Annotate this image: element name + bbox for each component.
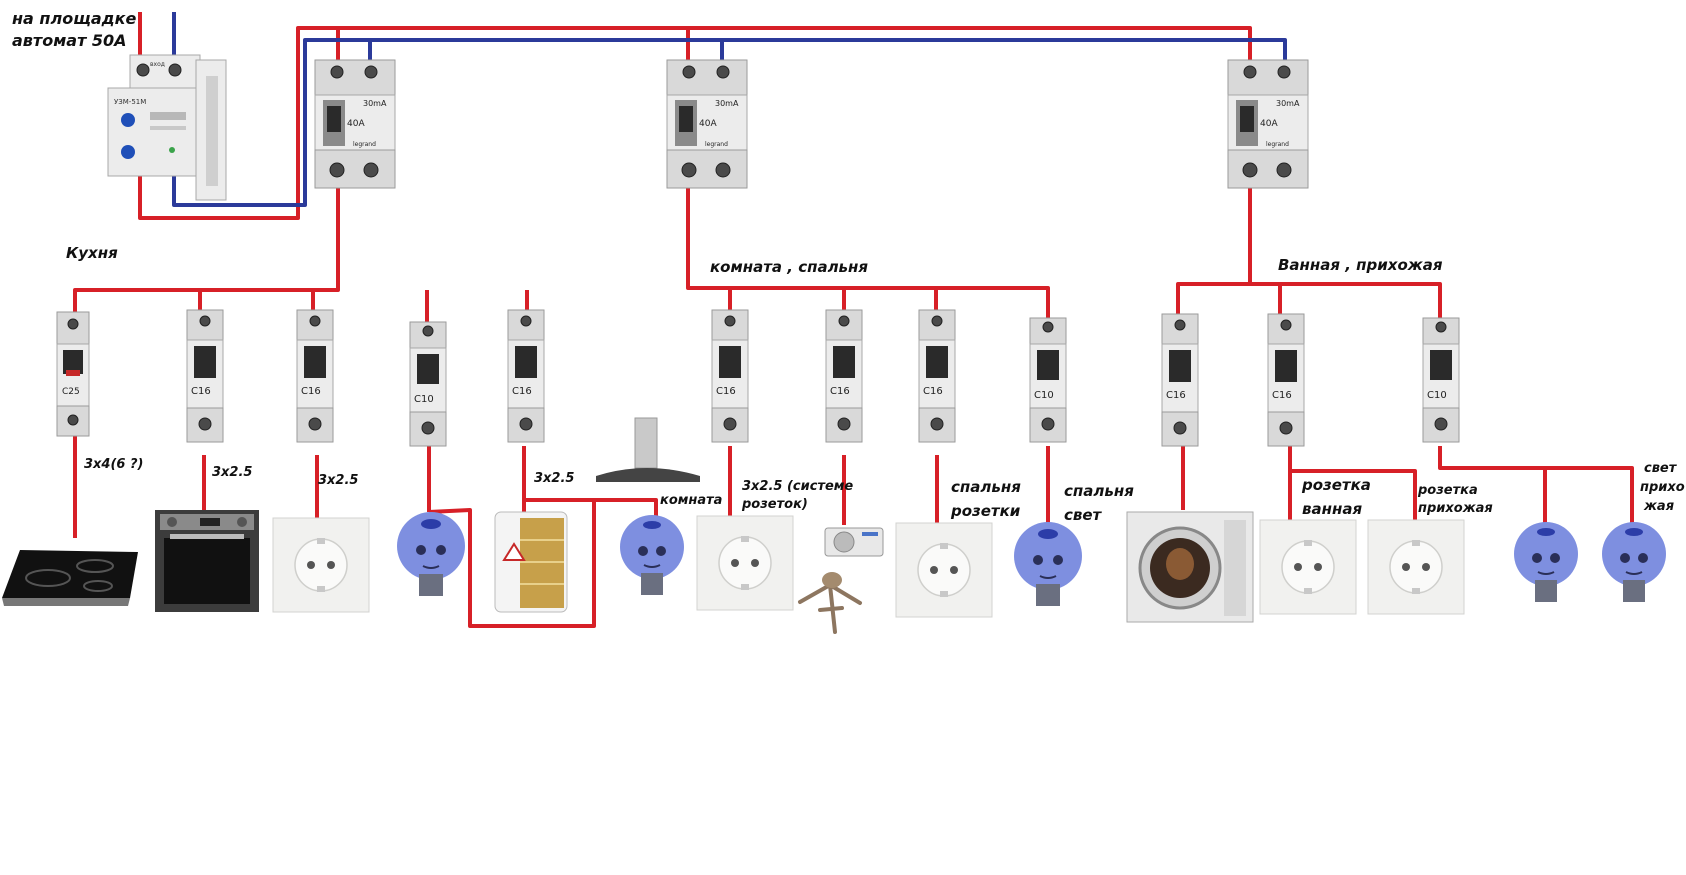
neutral-supply-wire [172,12,1287,207]
relay-knob-top [121,113,135,127]
label-hall-light-1: свет [1644,461,1678,476]
breaker-c16-room-sockets: C16 [711,309,749,443]
phase-wires [73,12,1634,628]
label-system-line-2: розеток) [741,497,808,512]
wire-label-hob: 3x4(6 ?) [84,457,143,472]
label-room-light: комната [660,493,722,508]
wire-label-fridge: 3x2.5 [534,471,574,486]
header-line-2: автомат 50А [12,31,127,50]
section-kitchen-title: Кухня [66,244,118,262]
label-bedroom-sockets-1: спальня [951,478,1021,496]
socket-bedroom-icon [895,522,993,618]
kitchen-bus-wire [73,185,529,326]
breaker-rating: C16 [191,386,211,397]
label-bath-socket-1: розетка [1301,476,1371,494]
breaker-rating: C10 [414,394,434,405]
light-bulb-kitchen-icon [397,512,465,596]
socket-room-icon [696,515,794,611]
wire-label-oven: 3x2.5 [212,465,252,480]
section-bath-title: Ванная , прихожая [1278,256,1443,274]
breaker-c16-bath-sockets: C16 [1267,313,1305,447]
rcd-room: 40A 30mA legrand [666,59,748,189]
rcd-kitchen: 40A 30mA legrand [314,59,396,189]
breaker-rating: C16 [1166,390,1186,401]
rcd-rating: 40A [699,119,717,129]
breaker-c16-aircon: C16 [825,309,863,443]
phase-supply-wire [138,26,1252,220]
label-hall-socket-1: розетка [1417,483,1478,498]
rcd-brand: legrand [353,141,376,148]
relay-model: УЗМ-51М [114,98,146,106]
light-bulb-room-icon [620,515,684,595]
socket-bath-icon [1259,519,1357,615]
rcd-leakage: 30mA [715,99,739,108]
rcd-rating: 40A [347,119,365,129]
bath-bus-wire [1176,185,1442,322]
neutral-wires [172,12,1287,207]
washing-machine-icon [1126,511,1254,623]
rcd-brand: legrand [705,141,728,148]
breaker-rating: C16 [716,386,736,397]
rcd-brand: legrand [1266,141,1289,148]
breaker-rating: C16 [1272,390,1292,401]
breaker-rating: C16 [923,386,943,397]
breaker-c16-kitchen-socket: C16 [296,309,334,443]
breaker-c10-kitchen-light: C10 [409,321,447,447]
rcd-leakage: 30mA [363,99,387,108]
induction-hob-icon [2,550,138,606]
fridge-icon [494,511,568,613]
breaker-c16-fridge: C16 [507,309,545,443]
wire-label-kitchen-socket: 3x2.5 [318,473,358,488]
socket-hall-icon [1367,519,1465,615]
relay-in-label: вход [150,61,165,68]
label-bedroom-light-1: спальня [1064,482,1134,500]
breaker-rating: C10 [1427,390,1447,401]
breaker-c10-bedroom-light: C10 [1029,317,1067,443]
label-system-line-1: 3x2.5 (системе [742,479,853,494]
section-room-title: комната , спальня [710,258,868,276]
breaker-rating: C16 [512,386,532,397]
breaker-c25-hob: C25 [56,311,90,437]
label-bath-socket-2: ванная [1302,500,1362,518]
breaker-rating: C16 [301,386,321,397]
oven-icon [155,510,259,612]
light-bulb-hall-1-icon [1514,522,1578,602]
range-hood-icon [596,417,700,482]
label-bedroom-sockets-2: розетки [950,502,1021,520]
air-conditioner-icon [798,527,884,634]
label-hall-light-3: жая [1643,499,1674,514]
bath-load-wires [1181,446,1634,528]
relay-knob-bottom [121,145,135,159]
voltage-relay: УЗМ-51М вход [107,54,227,201]
label-bedroom-light-2: свет [1064,506,1103,524]
breaker-c16-washer: C16 [1161,313,1199,447]
room-bus-wire [686,185,1050,322]
socket-kitchen-icon [272,517,370,613]
header-line-1: на площадке [12,9,136,28]
room-load-wires [728,446,1050,525]
rcd-bath: 40A 30mA legrand [1227,59,1309,189]
breaker-c16-bedroom-sockets: C16 [918,309,956,443]
kitchen-load-wires [73,430,658,628]
breaker-rating: C16 [830,386,850,397]
rcd-rating: 40A [1260,119,1278,129]
breaker-c10-hall-light: C10 [1422,317,1460,443]
relay-led [169,147,175,153]
light-bulb-bedroom-icon [1014,522,1082,606]
label-hall-light-2: прихо [1640,480,1685,495]
label-hall-socket-2: прихожая [1418,501,1493,516]
breaker-rating: C10 [1034,390,1054,401]
rcd-leakage: 30mA [1276,99,1300,108]
breaker-rating: C25 [62,387,80,397]
breaker-c16-oven: C16 [186,309,224,443]
light-bulb-hall-2-icon [1602,522,1666,602]
